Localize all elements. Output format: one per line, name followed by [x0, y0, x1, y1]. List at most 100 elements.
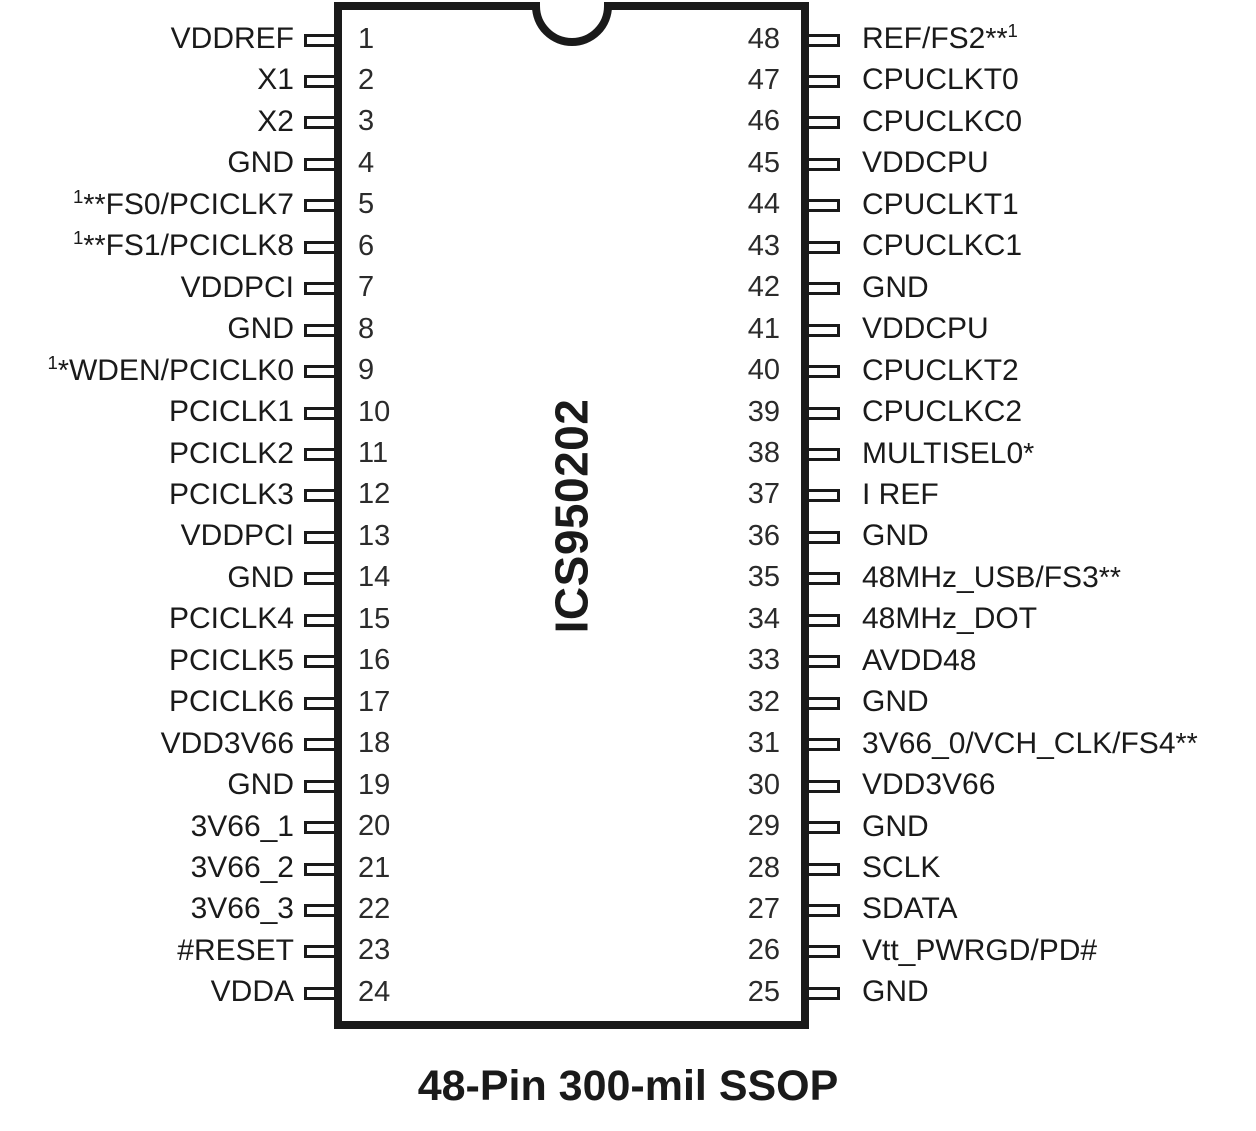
pin-lead-45 — [806, 157, 840, 171]
asterisk-marker: ** — [83, 188, 106, 221]
pin-lead-8 — [304, 323, 338, 337]
pin-lead-43 — [806, 240, 840, 254]
pin-label-41: VDDCPU — [862, 314, 989, 344]
pin-lead-23 — [304, 945, 338, 959]
pin-lead-41 — [806, 323, 840, 337]
pin-label-text: FS0/PCICLK7 — [105, 187, 294, 221]
pin-lead-27 — [806, 903, 840, 917]
pin-number-11: 11 — [358, 437, 389, 469]
pin-label-18: VDD3V66 — [160, 726, 294, 760]
pin-label-text: GND — [227, 560, 294, 594]
pin-label-text: I REF — [862, 477, 939, 511]
pin-label-text: VDDPCI — [180, 519, 294, 553]
pin-lead-26 — [806, 945, 840, 959]
pin-label-38: MULTISEL0* — [862, 436, 1035, 470]
pin-lead-30 — [806, 779, 840, 793]
pin-label-3: X2 — [257, 106, 294, 137]
pin-label-47: CPUCLKT0 — [862, 65, 1019, 95]
pin-label-text: #RESET — [177, 933, 294, 967]
pin-lead-31 — [806, 738, 840, 752]
pin-number-14: 14 — [358, 561, 391, 594]
pin-lead-38 — [806, 448, 840, 461]
pin-label-text: VDDCPU — [862, 312, 989, 346]
pin-label-text: GND — [862, 270, 929, 304]
pin-label-35: 48MHz_USB/FS3** — [862, 560, 1121, 594]
pin-number-36: 36 — [747, 519, 780, 552]
pin-lead-47 — [806, 74, 840, 88]
pin-number-45: 45 — [747, 146, 780, 179]
pin-label-9: 1*WDEN/PCICLK0 — [48, 353, 294, 386]
footnote-marker: 1 — [73, 185, 84, 207]
pin-label-text: VDDA — [210, 975, 294, 1009]
pin-number-18: 18 — [358, 727, 391, 760]
pin-lead-15 — [304, 613, 338, 627]
pin-lead-21 — [304, 862, 338, 876]
pin-number-21: 21 — [358, 851, 391, 884]
pin-label-text: CPUCLKC1 — [862, 229, 1023, 263]
pin-lead-18 — [304, 738, 338, 752]
pin-number-15: 15 — [358, 602, 391, 635]
pin-lead-9 — [304, 365, 338, 379]
pin-number-2: 2 — [358, 63, 375, 96]
pin-label-text: 3V66_1 — [190, 809, 294, 843]
pin-number-6: 6 — [358, 229, 375, 262]
pin-label-8: GND — [227, 314, 294, 344]
pin-lead-2 — [304, 74, 338, 88]
pin-lead-17 — [304, 696, 338, 710]
pin-lead-35 — [806, 572, 840, 586]
pin-label-text: REF/FS2 — [862, 22, 986, 55]
pin-label-text: 48MHz_USB/FS3 — [862, 560, 1099, 594]
pin-label-33: AVDD48 — [862, 643, 977, 677]
pin-lead-25 — [806, 986, 840, 1000]
pin-label-text: 3V66_2 — [190, 851, 294, 884]
pin-number-1: 1 — [358, 22, 375, 55]
pin-lead-6 — [304, 240, 338, 254]
pin-number-17: 17 — [358, 685, 391, 718]
pin-lead-42 — [806, 282, 840, 296]
pin-label-text: PCICLK3 — [168, 477, 294, 511]
footnote-marker: 1 — [73, 227, 84, 249]
pin-label-4: GND — [227, 148, 294, 178]
pin-label-24: VDDA — [211, 977, 294, 1007]
pin-number-40: 40 — [747, 354, 780, 387]
pin-label-text: GND — [227, 146, 294, 180]
pin-number-19: 19 — [358, 768, 391, 801]
pin-number-24: 24 — [358, 975, 391, 1008]
pin-number-12: 12 — [358, 478, 391, 511]
pin-lead-22 — [304, 903, 338, 917]
pin-label-14: GND — [227, 560, 294, 594]
footnote-marker: 1 — [1007, 20, 1018, 41]
pin-lead-28 — [806, 862, 840, 876]
pin-number-37: 37 — [747, 478, 780, 511]
pin-lead-24 — [304, 986, 338, 1000]
pin-lead-10 — [304, 406, 338, 420]
pin-label-29: GND — [862, 809, 929, 843]
pin-label-text: Vtt_PWRGD/PD# — [862, 933, 1098, 967]
footnote-marker: 1 — [47, 351, 58, 373]
pin-label-text: VDDREF — [170, 22, 294, 55]
pin-number-34: 34 — [747, 602, 780, 635]
pin-label-5: 1**FS0/PCICLK7 — [73, 187, 294, 221]
pin-lead-33 — [806, 655, 840, 669]
pin-label-text: VDD3V66 — [160, 726, 294, 760]
pin-label-text: AVDD48 — [862, 643, 977, 677]
pin-label-20: 3V66_1 — [190, 809, 294, 843]
pin-lead-40 — [806, 365, 840, 379]
pin-label-text: PCICLK4 — [168, 602, 294, 636]
pin-label-text: GND — [862, 809, 929, 843]
pin-lead-46 — [806, 116, 840, 130]
pin-label-text: GND — [862, 975, 929, 1009]
pin-number-3: 3 — [358, 105, 375, 138]
pin-label-text: 3V66_0/VCH_CLK/FS4 — [862, 726, 1176, 760]
asterisk-marker: ** — [83, 230, 106, 263]
pin-label-text: 48MHz_DOT — [862, 602, 1038, 636]
pin-label-15: PCICLK4 — [169, 604, 294, 634]
pin-label-28: SCLK — [862, 853, 940, 883]
pin-lead-16 — [304, 655, 338, 669]
pin-number-38: 38 — [747, 437, 780, 469]
pin-lead-19 — [304, 779, 338, 793]
pin-lead-20 — [304, 821, 338, 835]
pin-label-22: 3V66_3 — [191, 894, 294, 924]
pin-label-text: MULTISEL0 — [862, 436, 1024, 470]
asterisk-marker: * — [1023, 437, 1035, 470]
